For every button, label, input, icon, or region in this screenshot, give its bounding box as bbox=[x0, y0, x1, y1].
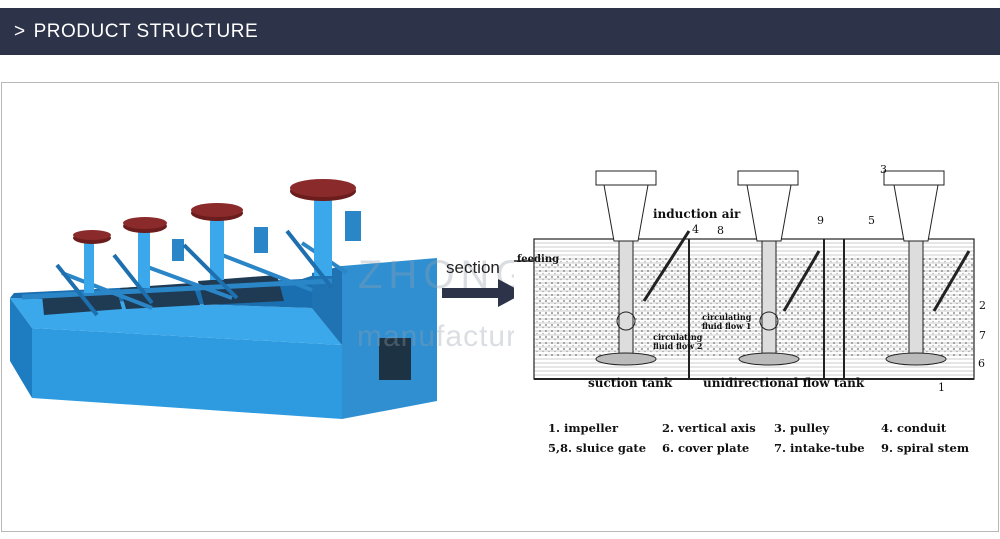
callout-4: 4 bbox=[692, 223, 699, 236]
label-unidirectional-tank: unidirectional flow tank bbox=[703, 376, 865, 390]
legend-item: 3. pulley bbox=[774, 421, 830, 435]
legend-item: 6. cover plate bbox=[662, 441, 750, 455]
label-circulating-flow-1: circulating fluid flow 1 bbox=[702, 312, 752, 331]
callout-2: 2 bbox=[979, 299, 986, 312]
parts-legend: 1. impeller 2. vertical axis 3. pulley 4… bbox=[548, 421, 988, 461]
legend-item: 5,8. sluice gate bbox=[548, 441, 647, 455]
legend-item: 7. intake-tube bbox=[774, 441, 865, 455]
callout-6: 6 bbox=[978, 357, 985, 370]
legend-item: 9. spiral stem bbox=[881, 441, 970, 455]
product-structure-panel: ZHONGDE GROUP manufacture section bbox=[1, 82, 999, 532]
flotation-machine-image bbox=[10, 179, 437, 419]
section-label: section bbox=[446, 258, 500, 277]
legend-item: 2. vertical axis bbox=[662, 421, 756, 435]
legend-item: 4. conduit bbox=[881, 421, 947, 435]
callout-1: 1 bbox=[938, 381, 945, 394]
arrow-right-icon bbox=[442, 279, 524, 307]
chevron-right-icon: > bbox=[14, 20, 26, 42]
section-diagram bbox=[514, 161, 984, 401]
section-header: > PRODUCT STRUCTURE bbox=[0, 8, 1000, 55]
label-induction-air: induction air bbox=[653, 207, 741, 221]
callout-8: 8 bbox=[717, 224, 724, 237]
legend-item: 1. impeller bbox=[548, 421, 619, 435]
callout-9: 9 bbox=[817, 214, 824, 227]
label-feeding: feeding bbox=[517, 254, 560, 265]
callout-7: 7 bbox=[979, 329, 986, 342]
section-title: PRODUCT STRUCTURE bbox=[33, 20, 259, 42]
label-circulating-flow-2: circulating fluid flow 2 bbox=[653, 332, 703, 351]
callout-5: 5 bbox=[868, 214, 875, 227]
label-suction-tank: suction tank bbox=[588, 376, 673, 390]
callout-3: 3 bbox=[880, 163, 887, 176]
